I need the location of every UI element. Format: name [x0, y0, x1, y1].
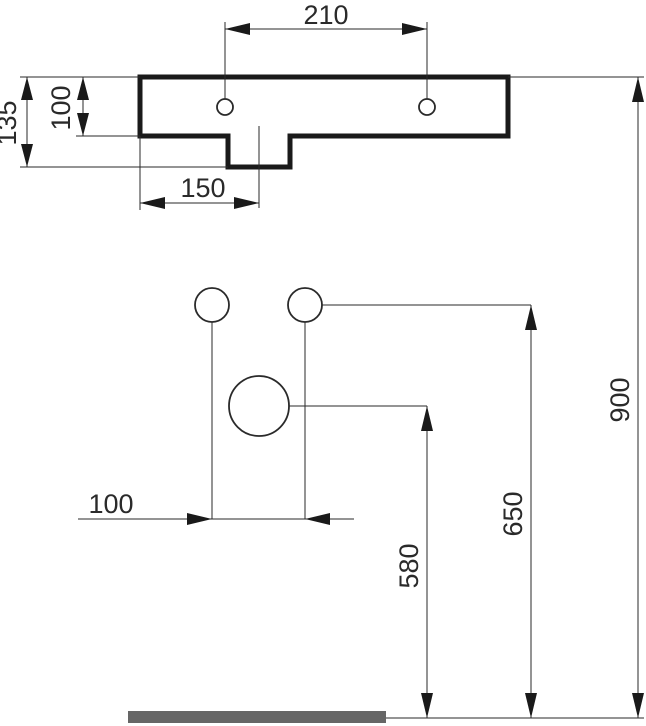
dimension-135-vertical: 135 [0, 76, 228, 168]
dimension-label: 580 [394, 543, 424, 588]
arrowhead [77, 77, 89, 100]
arrowhead [140, 197, 165, 209]
arrowhead [225, 23, 250, 35]
floor-slab [128, 711, 386, 723]
basin-outline [137, 74, 511, 170]
arrowhead [525, 693, 537, 718]
dimension-label: 900 [605, 377, 635, 422]
drain-outlet [228, 375, 290, 437]
supply-pipe-right [287, 287, 323, 323]
dimension-210: 210 [224, 0, 428, 99]
dimension-100-horizontal: 100 [78, 489, 354, 525]
arrowhead [234, 197, 259, 209]
dimension-label: 100 [88, 489, 133, 519]
dimension-900: 900 [508, 76, 644, 718]
arrowhead [187, 513, 212, 525]
arrowhead [632, 693, 644, 718]
floor-line [128, 711, 644, 723]
arrowhead [421, 693, 433, 718]
arrowhead [525, 305, 537, 330]
dimension-650: 650 [498, 305, 537, 718]
supply-pipe-left [194, 287, 230, 323]
arrowhead [402, 23, 427, 35]
mounting-hole-left [216, 98, 234, 116]
basin-top-view [137, 74, 511, 208]
arrowhead [21, 144, 33, 167]
mounting-hole-right [418, 98, 436, 116]
dimension-label: 100 [46, 85, 76, 130]
arrowhead [77, 113, 89, 136]
dimension-580: 580 [394, 406, 433, 718]
arrowhead [305, 513, 330, 525]
dimension-100-vertical: 100 [46, 76, 140, 137]
wall-connections [194, 287, 531, 519]
dimension-label: 150 [180, 173, 225, 203]
dimension-label: 210 [303, 0, 348, 30]
arrowhead [421, 406, 433, 431]
dimension-label: 135 [0, 100, 22, 145]
arrowhead [21, 77, 33, 100]
dimension-150: 150 [139, 136, 259, 210]
arrowhead [632, 77, 644, 102]
dimension-label: 650 [498, 491, 528, 536]
